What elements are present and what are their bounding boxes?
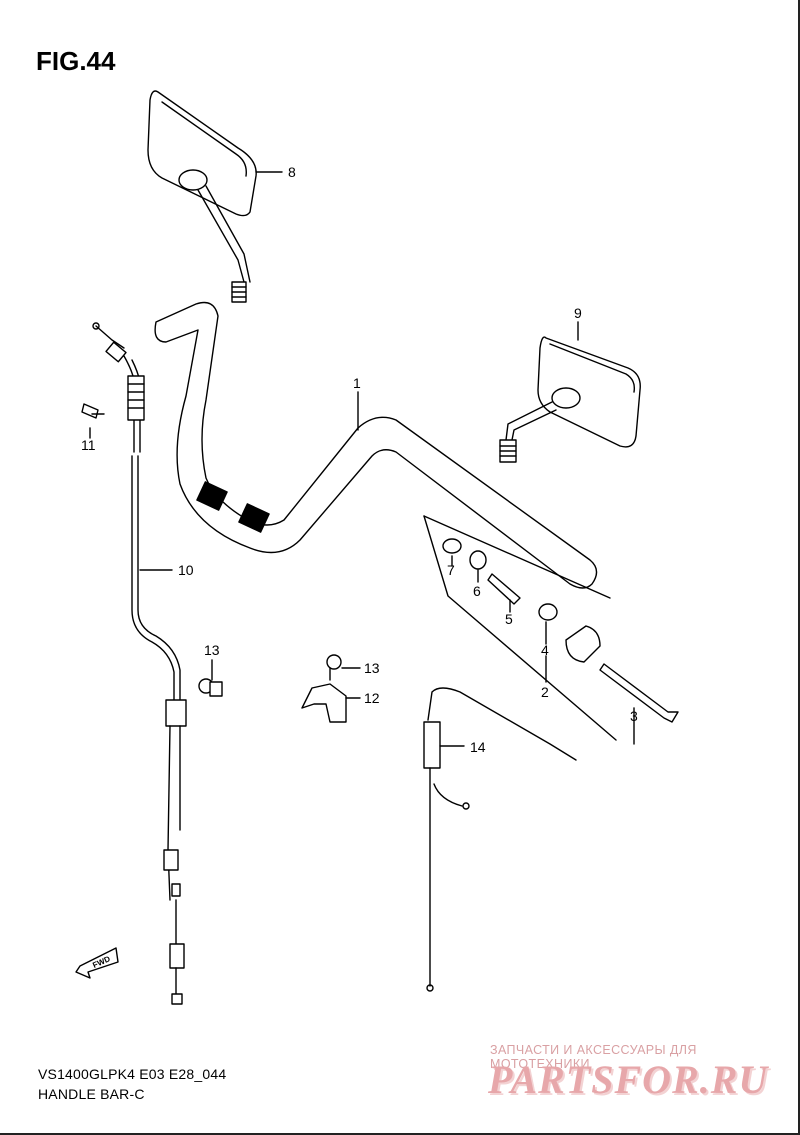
bar-end-parts — [423, 515, 679, 741]
cable-14-part — [423, 687, 577, 992]
callout-8: 8 — [288, 164, 296, 180]
figure-title: FIG.44 — [36, 46, 116, 76]
watermark-logo: PARTSFOR.RU — [488, 1057, 769, 1102]
callout-12: 12 — [364, 690, 380, 706]
callout-14: 14 — [470, 739, 486, 755]
mirror-left-part — [147, 90, 257, 303]
handlebar-part — [154, 301, 598, 589]
fwd-arrow-icon — [75, 947, 119, 979]
callout-1: 1 — [353, 375, 361, 391]
callout-7: 7 — [447, 562, 455, 578]
callout-10: 10 — [178, 562, 194, 578]
throttle-cable-part — [92, 322, 187, 1005]
callout-2: 2 — [541, 684, 549, 700]
screw-11-part — [81, 403, 105, 419]
mirror-right-part — [499, 336, 641, 463]
callout-13a: 13 — [204, 642, 220, 658]
callout-4: 4 — [541, 642, 549, 658]
callout-3: 3 — [630, 708, 638, 724]
callout-9: 9 — [574, 305, 582, 321]
model-code: VS1400GLPK4 E03 E28_044 — [38, 1066, 227, 1082]
screw-13-left-part — [198, 678, 223, 697]
watermark-tagline: ЗАПЧАСТИ И АКСЕССУАРЫ ДЛЯ МОТОТЕХНИКИ — [490, 1043, 697, 1071]
callout-6: 6 — [473, 583, 481, 599]
section-name: HANDLE BAR-C — [38, 1086, 145, 1102]
callout-13b: 13 — [364, 660, 380, 676]
callout-5: 5 — [505, 611, 513, 627]
callout-11: 11 — [81, 437, 96, 453]
clamp-12-part — [301, 654, 347, 723]
